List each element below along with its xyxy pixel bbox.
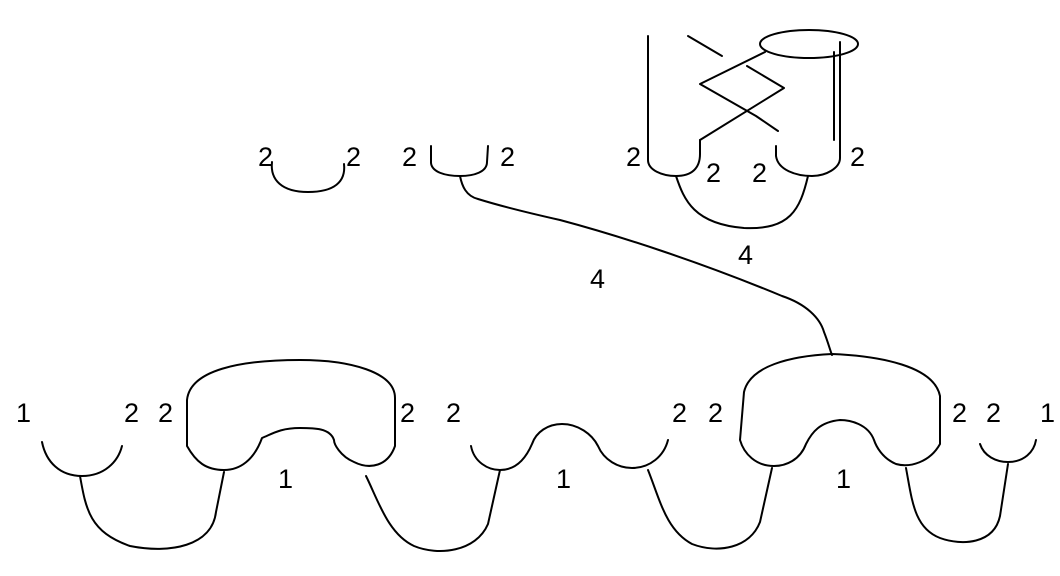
small-cup-left: [270, 161, 346, 193]
bottom-cap-left: [186, 359, 396, 471]
label-bottom-2h: 2: [986, 398, 1001, 428]
connector-strand: [459, 175, 833, 356]
lower-loop-1: [79, 471, 225, 550]
label-connector-weight: 4: [590, 264, 605, 294]
label-bottom-2f: 2: [708, 398, 723, 428]
label-bottom-weight-1a: 1: [278, 464, 293, 494]
label-bottom-2e: 2: [672, 398, 687, 428]
label-braid-weight: 4: [738, 240, 753, 270]
braid-box: [647, 29, 859, 230]
bottom-cap-right: [739, 353, 941, 467]
label-bottom-2b: 2: [158, 398, 173, 428]
small-cup-middle: [430, 145, 489, 177]
label-bottom-2a: 2: [124, 398, 139, 428]
label-bottom-1-right: 1: [1040, 398, 1055, 428]
label-bottom-2g: 2: [952, 398, 967, 428]
label-bottom-2c: 2: [400, 398, 415, 428]
bottom-cup-far-left: [41, 441, 123, 477]
label-bottom-1-left: 1: [16, 398, 31, 428]
lower-loop-4: [905, 463, 1009, 544]
label-small-mid-a: 2: [402, 142, 417, 172]
label-braid-a: 2: [626, 142, 641, 172]
label-small-left-b: 2: [346, 142, 361, 172]
lower-loop-3: [647, 467, 773, 550]
label-small-mid-b: 2: [500, 142, 515, 172]
bottom-cup-far-right: [979, 439, 1037, 463]
label-bottom-weight-1c: 1: [836, 464, 851, 494]
label-braid-c: 2: [752, 158, 767, 188]
label-braid-b: 2: [706, 158, 721, 188]
label-bottom-2d: 2: [446, 398, 461, 428]
label-bottom-weight-1b: 1: [556, 464, 571, 494]
label-braid-d: 2: [850, 142, 865, 172]
label-small-left-a: 2: [258, 142, 273, 172]
lower-loop-2: [365, 469, 501, 552]
